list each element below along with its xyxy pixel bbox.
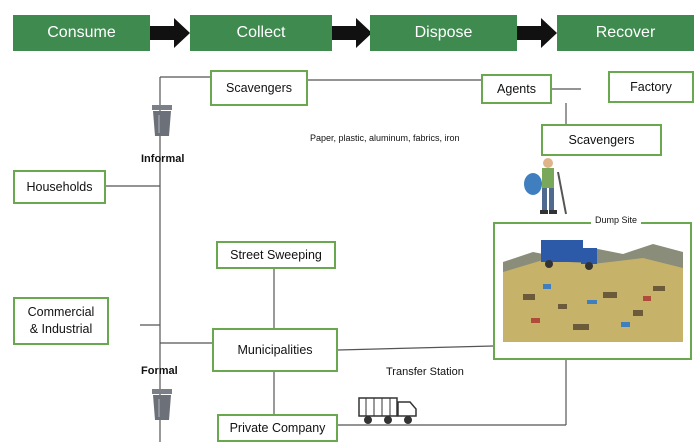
trash-bin-icon (152, 389, 172, 420)
node-street-sweeping: Street Sweeping (216, 241, 336, 269)
stage-consume: Consume (13, 15, 150, 51)
node-municipalities: Municipalities (212, 328, 338, 372)
arrow-right-icon (332, 18, 372, 48)
node-factory: Factory (608, 71, 694, 103)
arrow-right-icon (150, 18, 190, 48)
node-scavengers-right: Scavengers (541, 124, 662, 156)
informal-label: Informal (141, 153, 185, 165)
stage-dispose: Dispose (370, 15, 517, 51)
node-scavengers-top: Scavengers (210, 70, 308, 106)
transfer-station-label: Transfer Station (386, 366, 464, 378)
formal-label: Formal (141, 365, 178, 377)
truck-icon (358, 397, 417, 424)
stage-recover: Recover (557, 15, 694, 51)
materials-label: Paper, plastic, aluminum, fabrics, iron (310, 133, 460, 143)
node-private-company: Private Company (217, 414, 338, 442)
node-agents: Agents (481, 74, 552, 104)
node-households: Households (13, 170, 106, 204)
node-commercial-industrial: Commercial & Industrial (13, 297, 109, 345)
dump-site-label: Dump Site (591, 215, 642, 225)
commercial-line-2: & Industrial (29, 322, 93, 336)
stage-collect: Collect (190, 15, 332, 51)
arrow-right-icon (517, 18, 557, 48)
trash-bin-icon (152, 105, 172, 136)
scavenger-figure-icon (524, 158, 567, 215)
dump-site-image (503, 240, 683, 342)
commercial-line-1: Commercial (27, 305, 95, 320)
